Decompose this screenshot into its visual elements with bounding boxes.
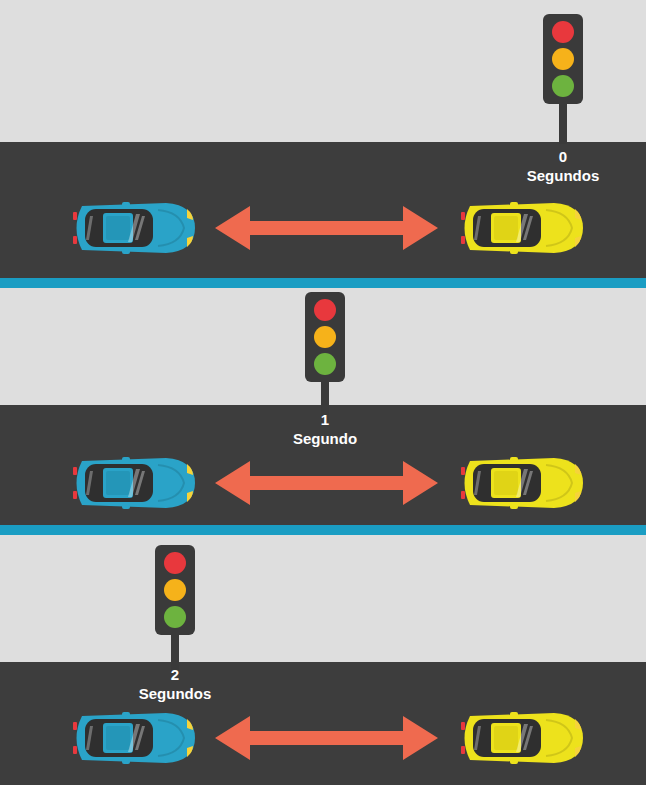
traffic-light <box>305 292 345 422</box>
road <box>0 662 646 785</box>
blue-car <box>73 712 195 764</box>
traffic-light <box>155 545 195 675</box>
yellow-car <box>461 712 583 764</box>
blue-car <box>73 457 195 509</box>
road <box>0 405 646 525</box>
road <box>0 142 646 278</box>
time-label: 1 Segundo <box>293 410 357 448</box>
sidewalk <box>0 535 646 662</box>
blue-car <box>73 202 195 254</box>
time-label: 0 Segundos <box>527 147 600 185</box>
distance-arrow <box>215 461 438 505</box>
distance-arrow <box>215 206 438 250</box>
distance-arrow <box>215 716 438 760</box>
time-label: 2 Segundos <box>139 665 212 703</box>
yellow-car <box>461 457 583 509</box>
yellow-car <box>461 202 583 254</box>
divider <box>0 525 646 535</box>
traffic-light <box>543 14 583 144</box>
divider <box>0 278 646 288</box>
